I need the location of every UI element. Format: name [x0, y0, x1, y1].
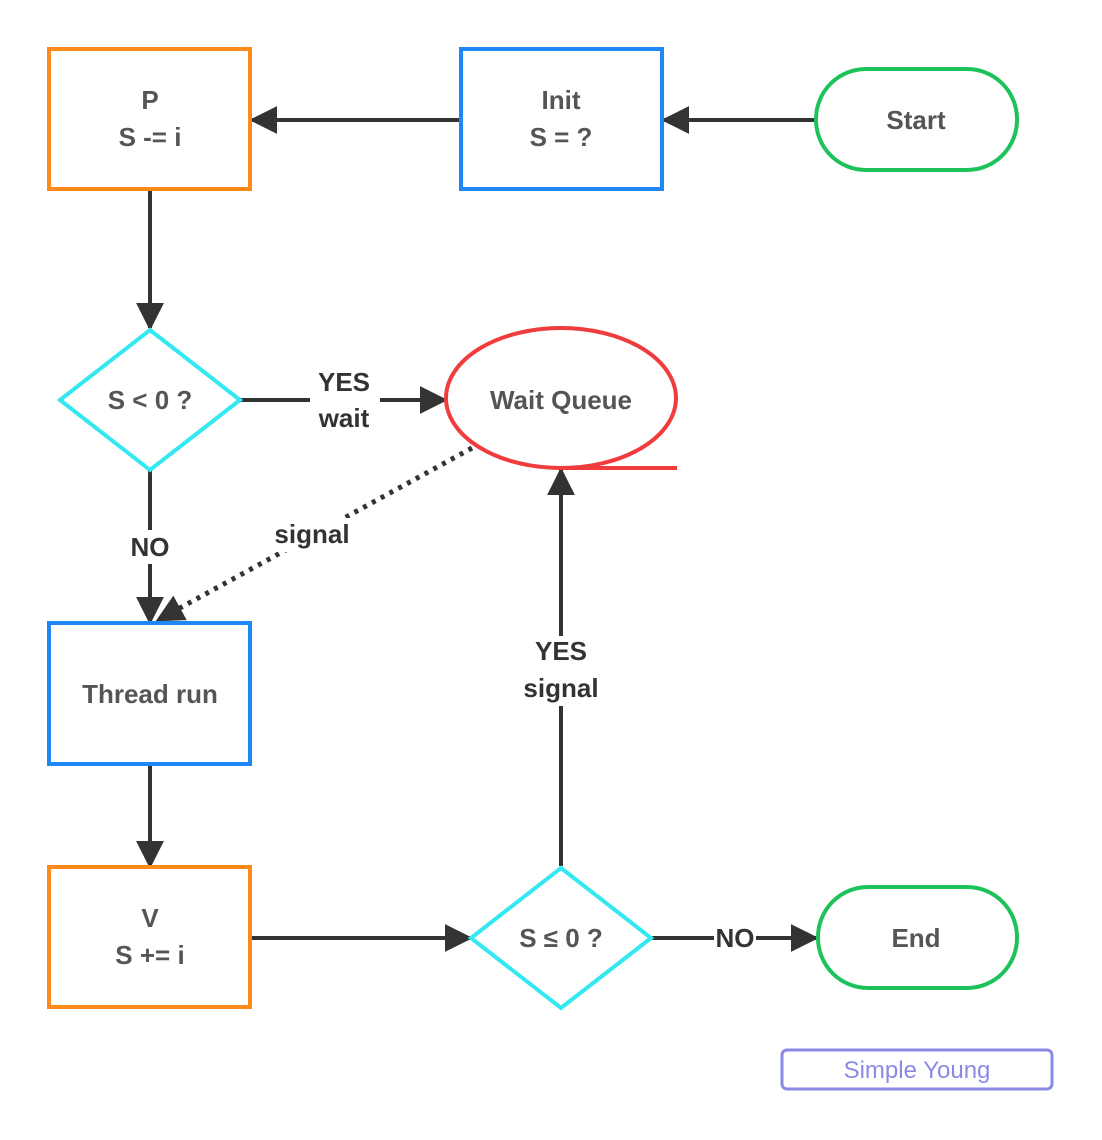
init-box-title: Init [542, 85, 581, 115]
v-box-title: V [141, 903, 159, 933]
wait-queue-label: Wait Queue [490, 385, 632, 415]
yes-signal-label-line2: signal [523, 673, 598, 703]
end-terminal-label: End [891, 923, 940, 953]
cond-signal-label: S ≤ 0 ? [519, 923, 603, 953]
thread-run-label: Thread run [82, 679, 218, 709]
yes-wait-label-line2: wait [318, 403, 370, 433]
start-terminal-label: Start [886, 105, 946, 135]
yes-signal-label-bg [518, 636, 606, 706]
no-end-label-bg [714, 922, 756, 954]
start-terminal [814, 67, 1019, 172]
signal-dotted-label-bg [268, 518, 356, 552]
p-box-operation: S -= i [119, 122, 182, 152]
yes-signal-label-line1: YES [535, 636, 587, 666]
yes-wait-label-bg [310, 366, 380, 432]
no-end-label: NO [716, 923, 755, 953]
init-box-operation: S = ? [530, 122, 593, 152]
cond-signal-diamond [467, 865, 655, 1011]
cond-wait-diamond [56, 327, 244, 473]
init-box [459, 47, 664, 191]
watermark-text: Simple Young [844, 1057, 991, 1084]
p-box [47, 47, 252, 191]
cond-wait-label: S < 0 ? [108, 385, 193, 415]
thread-run-box [47, 621, 252, 766]
end-terminal [816, 885, 1019, 990]
p-box-title: P [141, 85, 158, 115]
no-run-label: NO [131, 532, 170, 562]
v-box-operation: S += i [115, 940, 184, 970]
yes-wait-label-line1: YES [318, 367, 370, 397]
no-run-label-bg [128, 530, 172, 564]
v-box [47, 865, 252, 1009]
watermark-box [780, 1048, 1054, 1091]
signal-dotted-label: signal [274, 519, 349, 549]
